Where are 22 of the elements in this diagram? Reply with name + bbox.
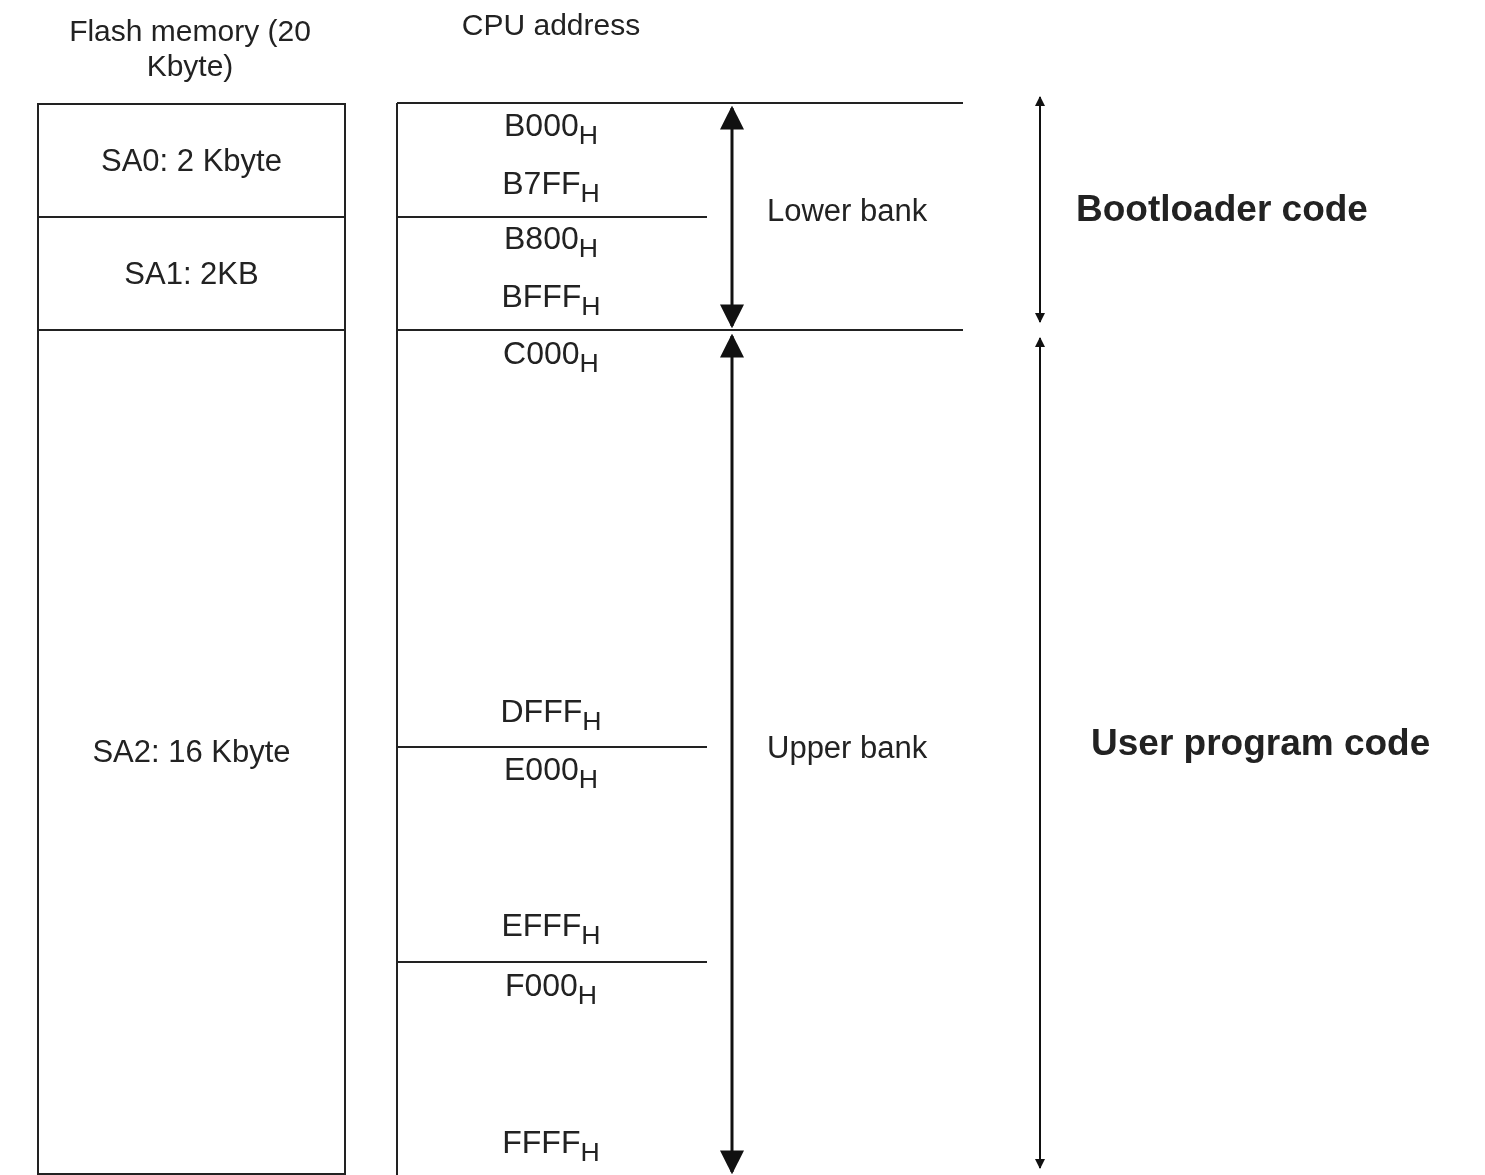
column-heading: CPU address — [461, 7, 641, 43]
sector-label: SA1: 2KB — [124, 255, 259, 292]
address-label: FFFF$_{H}$ — [502, 1124, 600, 1168]
region-label: Bootloader code — [1076, 187, 1368, 231]
address-label: E000$_{H}$ — [504, 751, 598, 795]
address-label: EFFF$_{H}$ — [501, 907, 601, 951]
column-heading: Flash memory (20 Kbyte) — [68, 13, 312, 83]
bank-label: Lower bank — [767, 193, 928, 229]
bank-label: Upper bank — [767, 730, 928, 766]
sector-label: SA0: 2 Kbyte — [101, 142, 282, 179]
address-label: C000$_{H}$ — [503, 335, 599, 379]
address-label: DFFF$_{H}$ — [500, 693, 602, 737]
address-label: BFFF$_{H}$ — [501, 278, 601, 322]
address-label: F000$_{H}$ — [504, 967, 598, 1011]
address-label: B7FF$_{H}$ — [502, 165, 600, 209]
address-label: B800$_{H}$ — [504, 220, 598, 264]
memory-sector-box — [37, 216, 346, 331]
region-label: User program code — [1091, 721, 1431, 765]
memory-sector-box — [37, 329, 346, 1175]
memory-sector-box — [37, 103, 346, 218]
sector-label: SA2: 16 Kbyte — [92, 734, 291, 770]
address-label: B000$_{H}$ — [504, 107, 598, 151]
